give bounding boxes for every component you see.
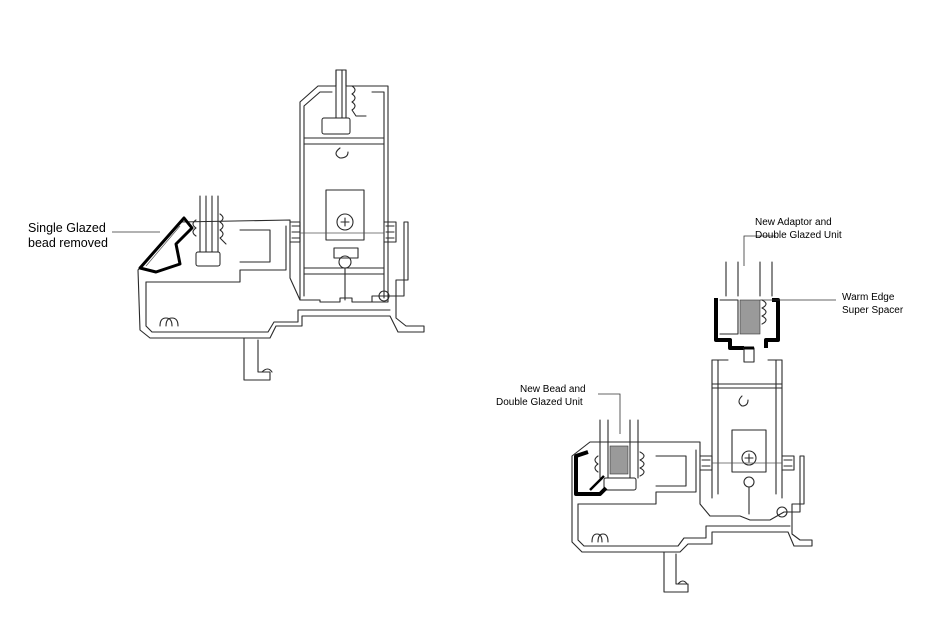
lower-outer-frame xyxy=(571,441,813,593)
single-glazed-label-line2: bead removed xyxy=(28,236,108,250)
new-adaptor xyxy=(714,261,780,363)
single-glazing xyxy=(192,195,227,267)
new-bead-leader xyxy=(598,393,621,434)
new-adaptor-leader xyxy=(743,235,776,266)
new-bead-label-line2: Double Glazed Unit xyxy=(496,397,583,408)
upper-sash-profile xyxy=(289,69,397,303)
new-adaptor-label-line2: Double Glazed Unit xyxy=(755,230,842,241)
removed-bead xyxy=(138,216,194,274)
warm-edge-label-line1: Warm Edge xyxy=(842,292,895,303)
outer-frame-profile xyxy=(137,219,425,381)
single-glazed-label-line1: Single Glazed xyxy=(28,221,106,235)
upgraded-frame-section: New Adaptor and Double Glazed Unit Warm … xyxy=(496,217,904,593)
sash-profile xyxy=(699,359,795,515)
new-adaptor-label-line1: New Adaptor and xyxy=(755,217,832,228)
existing-frame-section: Single Glazed bead removed xyxy=(28,69,425,381)
new-bead-label-line1: New Bead and xyxy=(520,384,586,395)
warm-edge-label-line2: Super Spacer xyxy=(842,305,904,316)
new-bead xyxy=(574,419,645,496)
